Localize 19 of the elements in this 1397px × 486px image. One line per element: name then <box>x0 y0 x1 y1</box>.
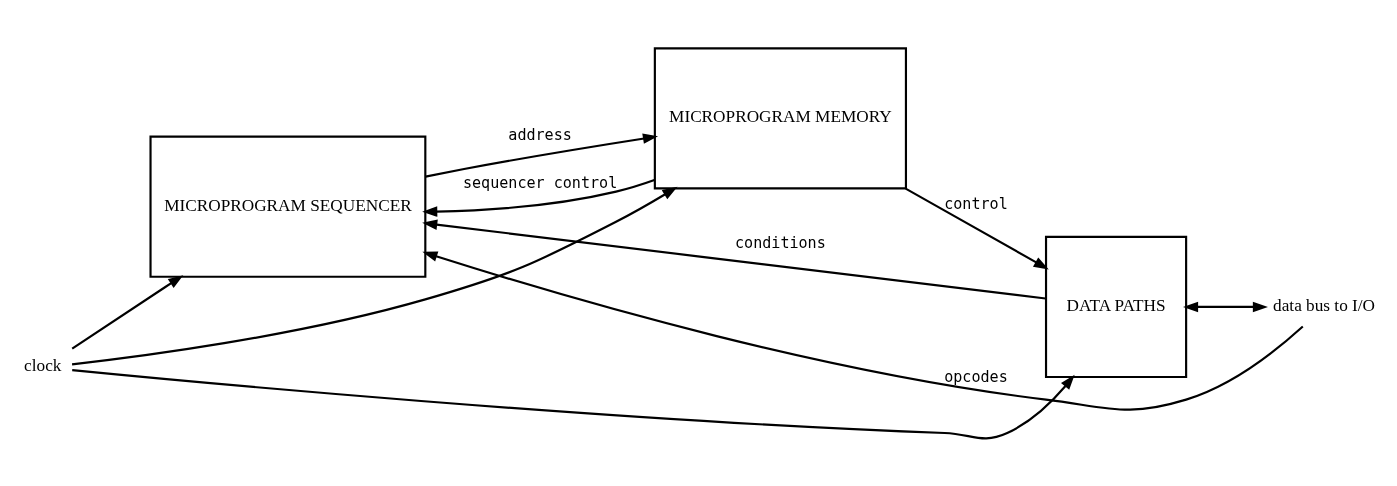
arrow <box>71 274 184 349</box>
arrow <box>905 187 1049 269</box>
arrow <box>422 218 1046 300</box>
node-text: clock <box>24 355 62 375</box>
arrow <box>72 368 1075 439</box>
arrow <box>425 132 659 178</box>
node-box: DATA PATHS <box>1044 235 1188 378</box>
node-box: MICROPROGRAM MEMORY <box>653 46 908 189</box>
arrow <box>422 178 655 217</box>
edge-label: address <box>508 125 572 144</box>
node-text: data bus to I/O <box>1273 295 1376 315</box>
arrow <box>422 250 1304 411</box>
edge-label: opcodes <box>944 367 1008 386</box>
edge-label: sequencer control <box>462 173 618 192</box>
edge-label: control <box>944 194 1008 213</box>
node-box: MICROPROGRAM SEQUENCER <box>149 135 427 278</box>
arrow <box>71 186 678 365</box>
edge-label: conditions <box>735 233 826 252</box>
arrow <box>1183 301 1268 312</box>
